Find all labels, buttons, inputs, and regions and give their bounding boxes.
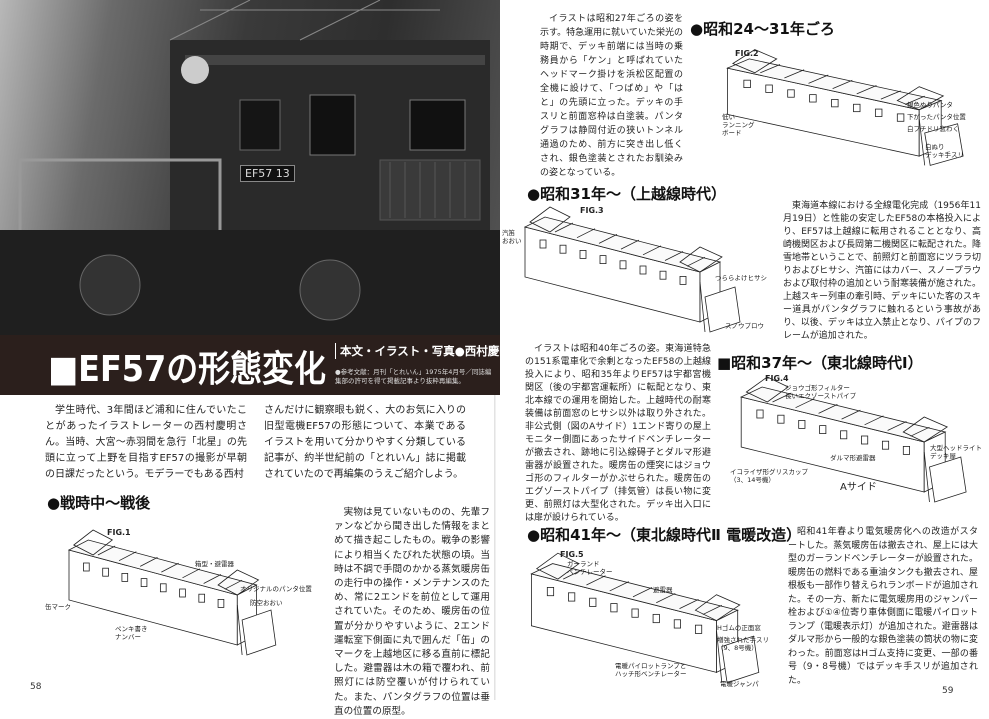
locomotive-line-drawing [740, 376, 967, 503]
locomotive-line-drawing [726, 49, 964, 166]
section-heading-wartime: ●戦時中～戦後 [47, 494, 151, 512]
figure-4-illustration: FIG.4 ジョウゴ形フィルター 長いエクゾーストパイプ ダルマ形避雷器 イコラ… [715, 372, 987, 507]
intro-text-right: イラストは昭和27年ごろの姿を示す。特急運用に就いていた栄光の時期で、デッキ前端… [540, 14, 683, 178]
section-text-s37: イラストは昭和40年ごろの姿。東海道特急の151系電車化で余剰となったEF58の… [525, 344, 711, 523]
page-title: ■EF57の形態変化 [48, 349, 326, 390]
figure-label: イコライザ形グリスカップ （3、14号機） [730, 468, 808, 484]
figure-label: 防空おおい [250, 599, 283, 607]
locomotive-photo: EF57 13 [0, 0, 500, 335]
credit: 本文・イラスト・写真●西村慶明 [335, 343, 511, 359]
section-heading-s37: ■昭和37年～（東北線時代Ⅰ） [717, 354, 923, 372]
figure-label: ダルマ形避雷器 [830, 454, 876, 462]
section-text-wartime: 実物は見ていないものの、先輩ファンなどから聞き出した情報をまとめて描き起こしたも… [334, 507, 490, 717]
figure-label: 避雷器 [653, 586, 673, 594]
figure-1-illustration: FIG.1 缶マーク ペンキ書き ナンバー 箱型・避雷器 オリジナルのパンタ位置… [45, 525, 312, 660]
page-number-right: 59 [942, 686, 954, 696]
page-number-left: 58 [30, 682, 42, 692]
locomotive-line-drawing [523, 206, 741, 333]
figure-2-illustration: FIG.2 低い ランニング ボード 銀色ぬりパンタ 下がったパンタ位置 白フチ… [700, 45, 985, 170]
figure-label: 白フチドリ窓わく [907, 125, 959, 133]
number-plate: EF57 13 [240, 165, 295, 182]
section-heading-s24: ●昭和24～31年ごろ [690, 20, 835, 38]
intro-column-1: 学生時代、3年間ほど浦和に住んでいたことがあったイラストレーターの西村慶明さん。… [45, 405, 247, 480]
figure-label: 低い ランニング ボード [722, 113, 755, 137]
figure-label: 電暖ジャンパ [720, 680, 759, 688]
section-text-s31: 東海道本線における全線電化完成（1956年11月19日）と性能の安定したEF58… [783, 201, 982, 341]
figure-label: オリジナルのパンタ位置 [240, 585, 312, 593]
figure-label: Hゴムの正面窓 [717, 624, 761, 632]
figure-number: FIG.2 [735, 49, 759, 58]
section-heading-s41: ●昭和41年～（東北線時代Ⅱ 電暖改造） [527, 526, 802, 544]
figure-number: FIG.3 [580, 206, 604, 215]
figure-label: ジョウゴ形フィルター 長いエクゾーストパイプ [785, 384, 857, 400]
figure-3-illustration: FIG.3 汽笛 おおい つららよけヒサシ スノウプロウ [500, 202, 767, 337]
figure-label: 大型ヘッドライト デッキ屋 [930, 444, 982, 460]
figure-label: ガーランド ベンチレーター [567, 560, 613, 576]
intro-column-2: さんだけに観察眼も鋭く、大のお気に入りの旧型電機EF57の形態について、本業であ… [264, 405, 466, 480]
locomotive-photo-drawing [0, 0, 500, 335]
reference-note: ●参考文献：月刊「とれいん」1975年4月号／同誌編集部の許可を得て掲載記事より… [335, 368, 492, 385]
figure-number: FIG.4 [765, 374, 789, 383]
figure-label: スノウプロウ [725, 322, 764, 330]
figure-label: 銀色ぬりパンタ [907, 101, 953, 109]
figure-label: Aサイド [840, 482, 877, 493]
figure-number: FIG.1 [107, 528, 131, 537]
figure-label: 箱型・避雷器 [195, 560, 234, 568]
locomotive-line-drawing [67, 529, 277, 656]
figure-number: FIG.5 [560, 550, 584, 559]
figure-label: つららよけヒサシ [715, 274, 767, 282]
section-text-s41: 昭和41年春より電気暖房化への改造がスタートした。蒸気暖房缶は撤去され、屋上には… [788, 527, 978, 686]
section-heading-s31: ●昭和31年～（上越線時代） [527, 185, 726, 203]
figure-label: 汽笛 おおい [502, 229, 522, 245]
title-bar [0, 335, 500, 395]
figure-label: 缶マーク [45, 603, 71, 611]
figure-5-illustration: FIG.5 ガーランド ベンチレーター 避雷器 Hゴムの正面窓 増強された手スリ… [505, 548, 780, 688]
figure-label: 電暖パイロットランプと ハッチ形ベンチレーター [615, 662, 687, 678]
figure-label: 白ぬり デッキ手スリ [925, 143, 964, 159]
locomotive-line-drawing [530, 552, 760, 684]
figure-label: ペンキ書き ナンバー [115, 625, 148, 641]
figure-label: 増強された手スリ （9、8号機） [717, 636, 769, 652]
figure-label: 下がったパンタ位置 [907, 113, 966, 121]
